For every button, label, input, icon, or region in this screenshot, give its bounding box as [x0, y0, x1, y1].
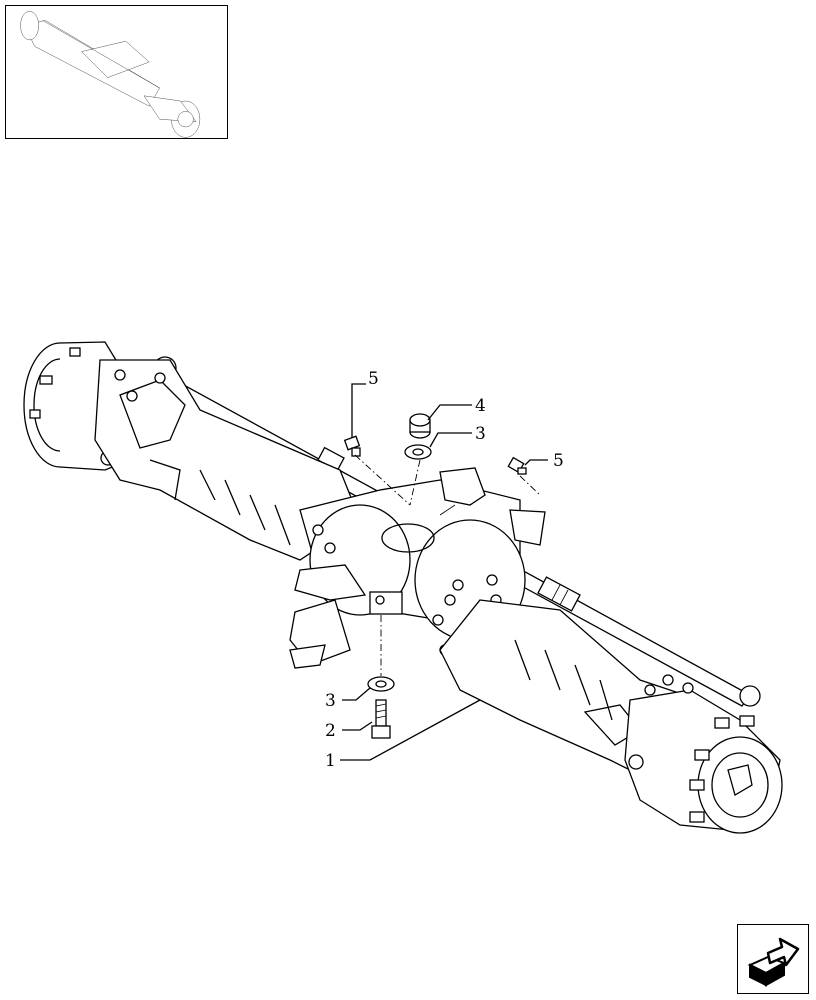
callout-2: 2 — [325, 721, 336, 741]
grease-fitting-left — [343, 435, 361, 457]
left-axle-housing — [94, 359, 361, 561]
callout-3-upper: 3 — [475, 424, 486, 444]
bolt — [371, 699, 391, 739]
overview-thumbnail[interactable] — [5, 5, 228, 139]
next-page-button[interactable] — [737, 924, 809, 994]
leader-lines — [340, 383, 548, 761]
right-wheel-hub — [624, 674, 783, 834]
callout-3-lower: 3 — [325, 691, 336, 711]
nut — [409, 413, 431, 439]
washer-lower — [367, 676, 395, 692]
callout-1: 1 — [325, 751, 336, 771]
next-page-arrow-icon — [747, 937, 800, 987]
grease-fitting-right — [507, 456, 527, 475]
axle-thumbnail-drawing — [20, 11, 201, 138]
washer-upper — [404, 444, 432, 460]
callout-5-upper: 5 — [368, 369, 379, 389]
callout-4: 4 — [475, 396, 486, 416]
assembly-lines — [354, 454, 541, 676]
callout-5-right: 5 — [553, 451, 564, 471]
